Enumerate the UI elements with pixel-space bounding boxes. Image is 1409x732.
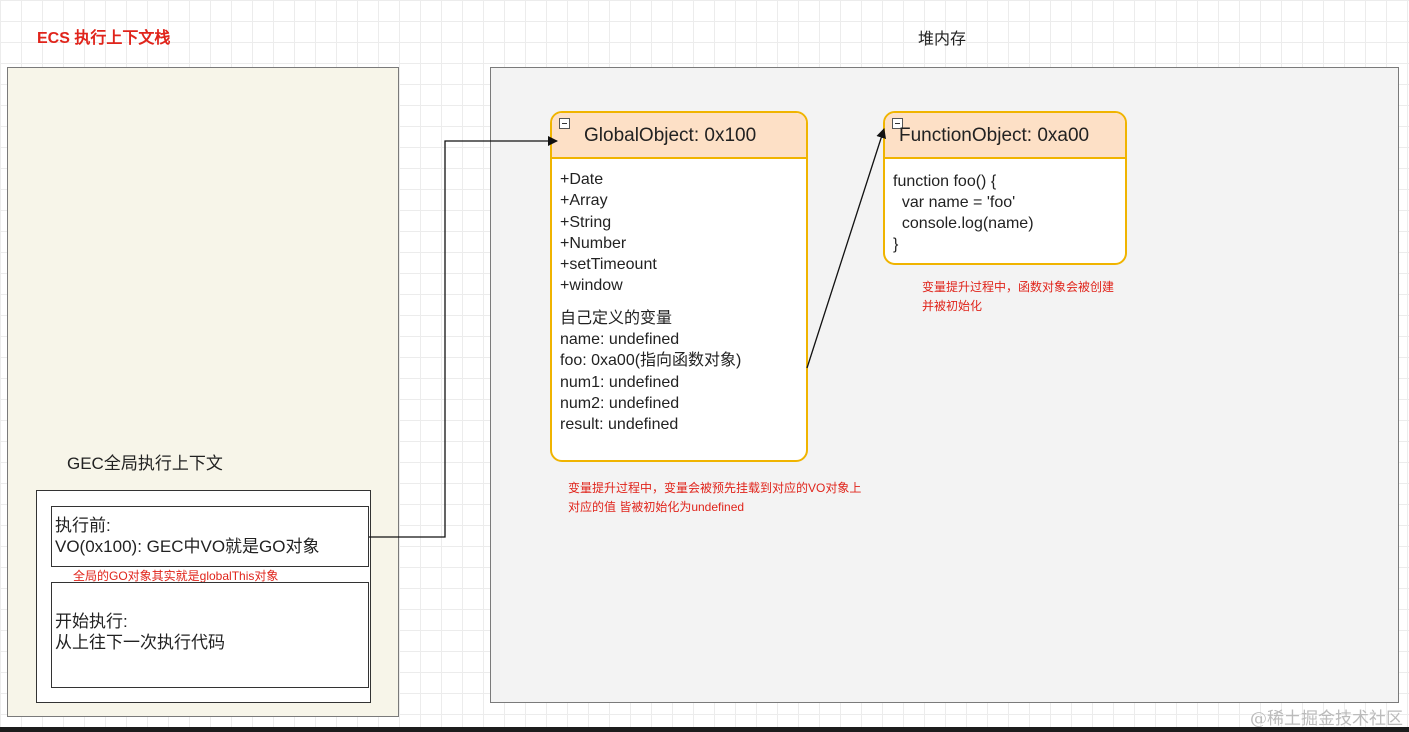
- gec-label: GEC全局执行上下文: [67, 454, 223, 473]
- builtin-item: +Array: [560, 192, 608, 210]
- custom-variable: foo: 0xa00(指向函数对象): [560, 352, 742, 370]
- custom-variables-heading: 自己定义的变量: [560, 309, 673, 327]
- before-execution-box: 执行前: VO(0x100): GEC中VO就是GO对象: [51, 506, 369, 567]
- function-object-box: FunctionObject: 0xa00 function foo() { v…: [883, 111, 1127, 265]
- note-line: 变量提升过程中，函数对象会被创建: [922, 280, 1115, 294]
- custom-variable: num2: undefined: [560, 394, 680, 412]
- code-line: var name = 'foo': [893, 194, 1016, 211]
- code-line: function foo() {: [893, 173, 997, 190]
- custom-variable: result: undefined: [560, 416, 679, 434]
- start-execution-heading: 开始执行:: [55, 612, 128, 631]
- collapse-icon[interactable]: [559, 118, 570, 129]
- heap-title: 堆内存: [918, 31, 967, 48]
- custom-variable: name: undefined: [560, 331, 680, 349]
- vo-to-global-object-arrow: [369, 136, 558, 538]
- global-object-title: GlobalObject: 0x100: [584, 125, 757, 146]
- global-object-body: +Date +Array +String +Number +setTimeoun…: [552, 159, 806, 436]
- vo-line: VO(0x100): GEC中VO就是GO对象: [55, 537, 320, 556]
- builtin-item: +window: [560, 277, 623, 295]
- builtin-item: +Date: [560, 171, 604, 188]
- start-execution-box: 开始执行: 从上往下一次执行代码: [51, 582, 369, 688]
- variable-hoist-note: 变量提升过程中，变量会被预先挂载到对应的VO对象上 对应的值 皆被初始化为und…: [568, 479, 861, 517]
- collapse-icon[interactable]: [892, 118, 903, 129]
- code-line: }: [893, 236, 899, 253]
- bottom-bar: [0, 727, 1409, 732]
- ecs-title: ECS 执行上下文栈: [37, 30, 171, 47]
- note-line: 对应的值 皆被初始化为undefined: [568, 500, 745, 514]
- note-line: 变量提升过程中，变量会被预先挂载到对应的VO对象上: [568, 481, 862, 495]
- before-execution-heading: 执行前:: [55, 516, 111, 535]
- builtin-item: +String: [560, 213, 612, 231]
- function-object-header: FunctionObject: 0xa00: [885, 113, 1125, 159]
- watermark: @稀土掘金技术社区: [1250, 709, 1403, 729]
- go-note: 全局的GO对象其实就是globalThis对象: [73, 569, 279, 583]
- start-execution-detail: 从上往下一次执行代码: [55, 633, 225, 652]
- foo-to-function-object-arrow: [806, 128, 886, 369]
- global-object-header: GlobalObject: 0x100: [552, 113, 806, 159]
- custom-variable: num1: undefined: [560, 373, 680, 391]
- builtin-item: +setTimeount: [560, 256, 657, 274]
- function-object-title: FunctionObject: 0xa00: [899, 125, 1090, 146]
- global-object-box: GlobalObject: 0x100 +Date +Array +String…: [550, 111, 808, 462]
- function-object-code: function foo() { var name = 'foo' consol…: [885, 159, 1125, 255]
- code-line: console.log(name): [893, 215, 1034, 232]
- note-line: 并被初始化: [922, 299, 983, 313]
- function-hoist-note: 变量提升过程中，函数对象会被创建 并被初始化: [922, 278, 1114, 316]
- builtin-item: +Number: [560, 234, 627, 252]
